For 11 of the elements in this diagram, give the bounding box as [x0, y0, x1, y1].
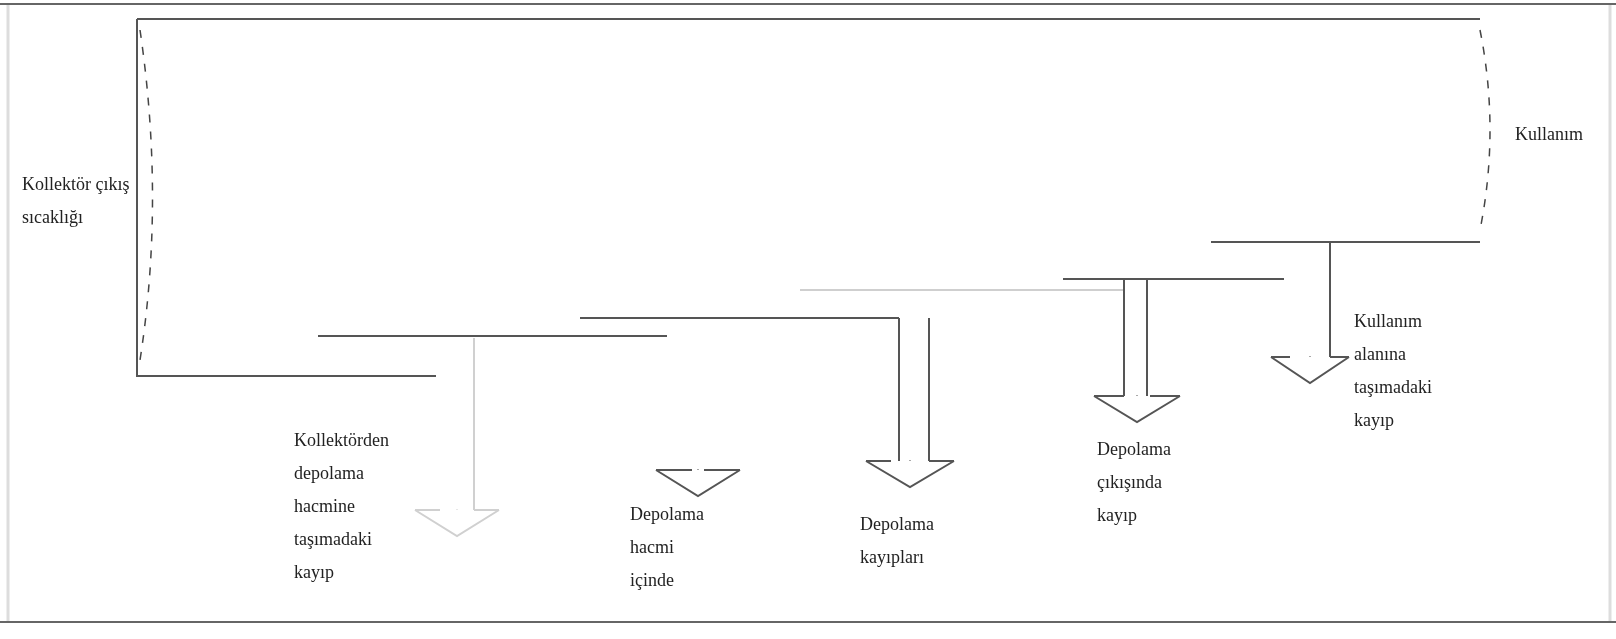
loss-arrow — [1093, 279, 1181, 423]
loss-arrow — [414, 337, 500, 537]
flow-label: Kollektör çıkış sıcaklığı — [22, 173, 131, 229]
flow-label: Depolama çıkışında kayıp — [1097, 438, 1172, 527]
flow-label: Kullanım alanına taşımadaki kayıp — [1354, 310, 1433, 432]
flow-label: Depolama hacmi içinde — [630, 503, 705, 592]
flow-label: Kullanım — [1515, 123, 1584, 146]
flow-label: Kollektörden depolama hacmine taşımadaki kayıp — [294, 429, 390, 584]
loss-arrow — [865, 317, 955, 488]
flow-label: Depolama kayıpları — [860, 513, 935, 569]
loss-arrow — [1270, 242, 1350, 384]
